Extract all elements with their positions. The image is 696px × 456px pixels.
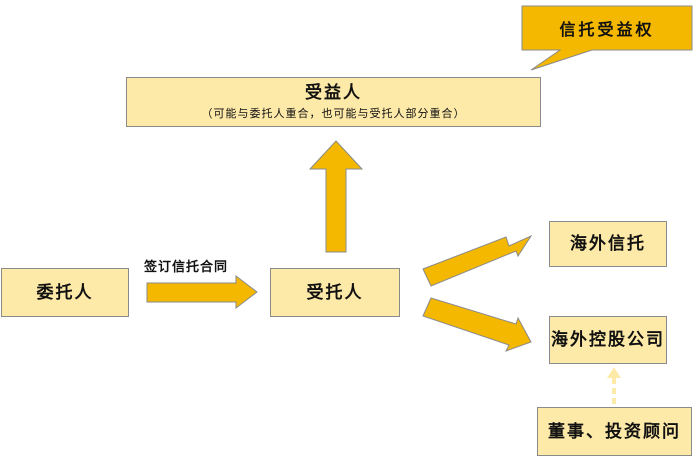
beneficiary-label: 受益人 <box>305 83 362 103</box>
trustee-label: 受托人 <box>306 282 364 303</box>
arrow-settlor-to-trustee <box>146 274 258 310</box>
directors-advisors-label: 董事、投资顾问 <box>548 421 681 442</box>
arrow-directors-to-holding-head <box>607 367 621 378</box>
arrow-trustee-to-overseas-trust <box>422 234 533 287</box>
directors-advisors-node: 董事、投资顾问 <box>537 407 692 456</box>
trustee-node: 受托人 <box>270 268 400 317</box>
overseas-holding-node: 海外控股公司 <box>549 316 667 364</box>
settlor-label: 委托人 <box>36 282 94 303</box>
overseas-trust-node: 海外信托 <box>549 221 667 267</box>
beneficiary-node: 受益人 （可能与委托人重合，也可能与受托人部分重合） <box>126 77 541 127</box>
arrow-trustee-to-beneficiary <box>308 140 364 253</box>
callout-label: 信托受益权 <box>559 20 655 39</box>
callout-bubble <box>521 5 693 71</box>
beneficiary-note: （可能与委托人重合，也可能与受托人部分重合） <box>201 107 466 120</box>
settlor-node: 委托人 <box>1 268 129 317</box>
settlor-to-trustee-label: 签订信托合同 <box>144 260 229 275</box>
overseas-trust-label: 海外信托 <box>570 234 646 254</box>
overseas-holding-label: 海外控股公司 <box>551 330 665 350</box>
arrow-trustee-to-overseas-holding <box>422 297 532 352</box>
